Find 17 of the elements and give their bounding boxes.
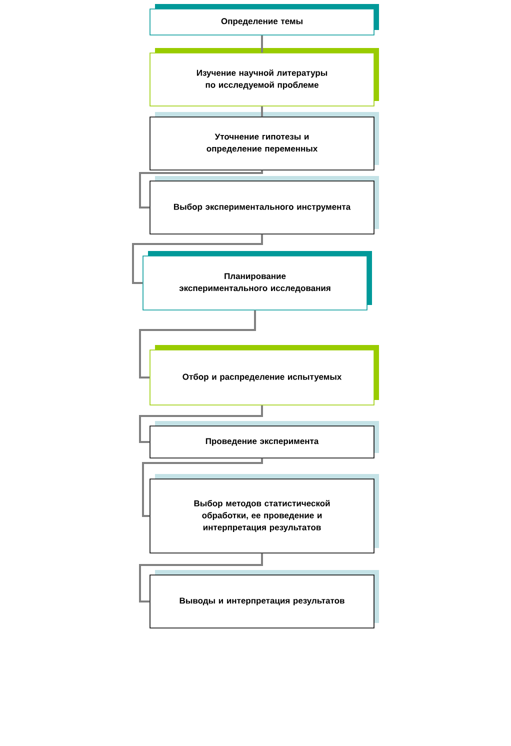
- connector-line: [261, 35, 263, 53]
- process-box: Определение темы: [150, 4, 379, 36]
- process-box: Проведение эксперимента: [150, 421, 379, 458]
- connector-line: [139, 405, 263, 443]
- process-box: Планирование экспериментального исследования: [142, 251, 372, 310]
- connector-line: [132, 234, 263, 284]
- process-box: Выбор методов статистической обработки, ее проведение и интерпретация результатов: [150, 474, 379, 554]
- connector-line: [142, 458, 263, 517]
- connector-line: [261, 106, 263, 117]
- process-box: Отбор и распределение испытуемых: [150, 345, 379, 406]
- process-box: Изучение научной литературы по исследуемой проблеме: [150, 48, 379, 106]
- process-box: Выбор экспериментального инструмента: [150, 176, 379, 234]
- connector-line: [139, 553, 263, 602]
- connector-line: [139, 310, 256, 378]
- connector-line: [139, 170, 263, 208]
- process-box: Уточнение гипотезы и определение переменных: [150, 112, 379, 170]
- process-box: Выводы и интерпретация результатов: [150, 570, 379, 628]
